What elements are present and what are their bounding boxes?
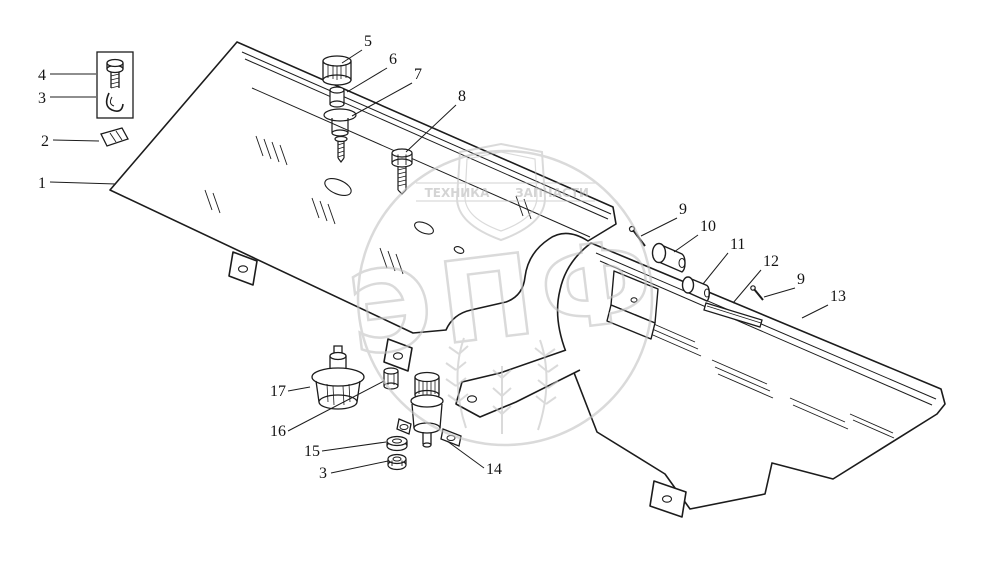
callout-label-3a: 3 — [38, 90, 46, 107]
callout-label-16: 16 — [270, 423, 286, 440]
flange-7 — [323, 108, 357, 163]
callout-label-5: 5 — [364, 33, 372, 50]
callout-label-15: 15 — [304, 443, 320, 460]
left-panel-tabs — [228, 251, 413, 372]
arm-tab-hole — [466, 395, 478, 403]
screw-4 — [106, 58, 124, 89]
clip-3 — [105, 92, 124, 112]
foot-hole — [661, 495, 673, 503]
callout-label-1: 1 — [38, 175, 46, 192]
callout-label-2: 2 — [41, 133, 49, 150]
bushing-10 — [651, 242, 686, 273]
callout-label-13: 13 — [830, 288, 846, 305]
left-panel-hatching — [204, 135, 532, 275]
clip-2 — [100, 127, 129, 147]
spacer-6 — [329, 86, 345, 108]
callout-label-8: 8 — [458, 88, 466, 105]
strip-12 — [703, 302, 763, 328]
bushing-11 — [681, 276, 710, 302]
hinge-bracket — [606, 270, 659, 340]
nut-3 — [387, 453, 407, 471]
pin-9b — [750, 285, 764, 301]
left-panel-holes — [324, 177, 465, 254]
fastener-box — [96, 51, 134, 119]
watermark-shield — [416, 142, 595, 242]
bolt-8 — [391, 148, 413, 195]
washer-15 — [386, 435, 408, 452]
callout-label-9a: 9 — [679, 201, 687, 218]
callout-label-12: 12 — [763, 253, 779, 270]
switch-17 — [311, 345, 365, 410]
callout-labels: 4 3 2 1 5 6 7 8 9 10 11 12 9 13 17 16 15… — [38, 33, 846, 482]
callout-label-3b: 3 — [319, 465, 327, 482]
left-panel-outline — [109, 41, 617, 334]
left-panel — [109, 41, 617, 372]
cap-5 — [322, 55, 352, 86]
watermark-banner-left: ТЕХНИКА — [425, 186, 491, 200]
callout-label-4: 4 — [38, 67, 46, 84]
watermark-circle — [356, 149, 654, 447]
callout-label-6: 6 — [389, 51, 397, 68]
leader-lines — [49, 49, 829, 474]
right-panel-foot — [649, 480, 687, 518]
watermark-banner-right: ЗАПЧАСТИ — [515, 186, 589, 200]
callout-label-17: 17 — [270, 383, 286, 400]
callout-label-11: 11 — [730, 236, 745, 253]
right-panel-arm — [455, 349, 581, 418]
callout-label-9b: 9 — [797, 271, 805, 288]
callout-label-10: 10 — [700, 218, 716, 235]
callout-label-14: 14 — [486, 461, 502, 478]
switch-14 — [396, 371, 462, 448]
callout-label-7: 7 — [414, 66, 422, 83]
watermark-wheat — [445, 337, 559, 434]
